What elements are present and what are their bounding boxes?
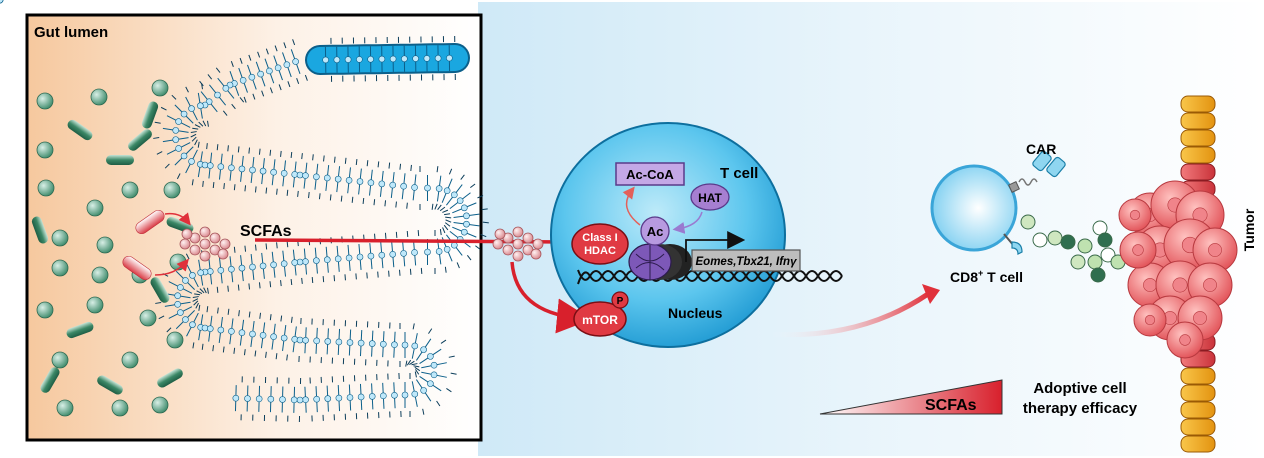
tcr-receptor — [1003, 233, 1023, 255]
gut-bacteria — [31, 79, 194, 417]
car-label: CAR — [1026, 141, 1056, 157]
phospho-label: P — [617, 296, 624, 307]
scfa-label: SCFAs — [240, 223, 292, 240]
acetyl-coa-label: Ac-CoA — [626, 167, 674, 182]
acetyl-group — [640, 216, 670, 246]
nucleus-label: Nucleus — [668, 305, 723, 321]
cd8-t-cell — [930, 164, 1018, 252]
hdac-label-line1: Class I — [582, 232, 617, 244]
efficacy-line1: Adoptive cell — [1033, 380, 1126, 397]
scfa-to-mtor-arrow — [510, 261, 592, 334]
tumor-label: Tumor — [1241, 208, 1257, 251]
hdac-label-line2: HDAC — [584, 245, 616, 257]
class-i-hdac — [571, 223, 629, 265]
target-genes-box — [691, 249, 801, 272]
cd8-t-cell-label: CD8+ T cell — [950, 268, 1023, 285]
tcell-to-cart-arrowhead — [922, 284, 940, 304]
hat-to-ac-arrow — [672, 211, 703, 234]
target-genes-label: Eomes,Tbx21, Ifnγ — [696, 256, 798, 268]
scfa-cluster-transfer — [492, 226, 544, 262]
phospho-circle — [611, 291, 629, 309]
scfa-gradient-wedge — [819, 379, 1003, 415]
intestinal-epithelium — [0, 0, 489, 423]
tumor-tissue — [1118, 95, 1238, 453]
gut-lumen-panel — [25, 13, 483, 442]
hat-label: HAT — [698, 191, 722, 205]
nucleosome — [628, 243, 692, 281]
mtor — [573, 301, 627, 337]
mtor-label: mTOR — [582, 313, 618, 327]
ac-to-acoa-arrow — [622, 186, 641, 226]
efficacy-scfa-label: SCFAs — [925, 397, 977, 414]
tcell-to-cart-arrow — [769, 291, 930, 338]
transcription-arrow — [685, 231, 746, 262]
scfa-cluster-lumen — [179, 226, 231, 262]
hat-enzyme — [690, 183, 730, 211]
cytotoxic-granules — [1020, 214, 1126, 283]
acetyl-label: Ac — [647, 224, 664, 239]
efficacy-line2: therapy efficacy — [1023, 400, 1138, 417]
t-cell-label: T cell — [720, 165, 758, 182]
gut-lumen-label: Gut lumen — [34, 24, 108, 41]
dna-strand-lower — [577, 270, 843, 285]
car-receptor — [1008, 150, 1066, 193]
acetyl-coa-box — [615, 162, 685, 186]
